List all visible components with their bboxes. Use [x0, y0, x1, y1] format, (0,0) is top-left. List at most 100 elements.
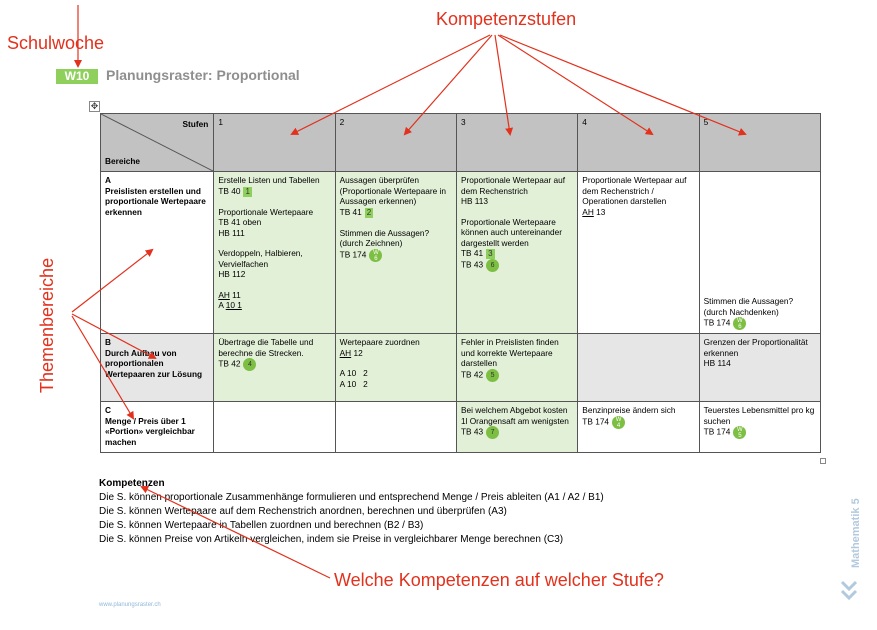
cell-text: Stimmen die Aussagen? (durch Zeichnen) [339, 227, 430, 249]
kompetenz-item: Die S. können proportionale Zusammenhäng… [99, 492, 604, 503]
annotation-kompetenzstufen: Kompetenzstufen [436, 9, 577, 29]
cell-text: A [218, 300, 226, 310]
cell-text: TB 43 [460, 259, 484, 270]
cell-text: AH [339, 347, 352, 358]
diagonal-divider [101, 114, 213, 171]
cell-b1: Übertrage die Tabelle und berechne die S… [213, 333, 336, 402]
table-move-handle-icon[interactable]: ✥ [89, 101, 100, 112]
cell-text: AH [218, 289, 230, 300]
header-level-5: 5 [698, 113, 822, 172]
table-header-row: Stufen Bereiche 1 2 3 4 5 [99, 113, 822, 172]
cell-text: AH [582, 206, 594, 217]
cell-text: HB 112 [218, 269, 246, 279]
header-corner-cell: Stufen Bereiche [99, 113, 215, 172]
cell-text: A 10 2 [339, 378, 368, 389]
cell-text: Stimmen die Aussagen? (durch Nachdenken) [703, 296, 794, 317]
header-level-4: 4 [577, 113, 700, 172]
cell-a2: Aussagen überprüfen (Proportionale Werte… [334, 171, 457, 334]
cell-text: TB 174 [703, 426, 731, 437]
cell-text: TB 42 [460, 369, 484, 380]
task-circle-icon: 4 [243, 358, 257, 371]
cell-text: Grenzen der Proportionalität erkennen [703, 337, 808, 358]
table-row-b: B Durch Aufbau von proportionalen Wertep… [99, 333, 822, 402]
header-stufen-label: Stufen [182, 119, 209, 129]
cell-text: Proportionale Wertepaare [218, 206, 314, 217]
task-tag: 3 [486, 249, 495, 259]
cell-text: 11 [229, 289, 241, 300]
cell-text: Übertrage die Tabelle und berechne die S… [218, 337, 314, 358]
task-circle-icon: 6 [486, 259, 500, 272]
table-row-a: A Preislisten erstellen und proportional… [99, 171, 822, 334]
annotation-themenbereiche: Themenbereiche [37, 257, 57, 393]
task-circle-icon: 5 [486, 368, 500, 382]
row-b-letter: B [105, 337, 111, 347]
cell-text: TB 174 [582, 416, 610, 427]
cell-c5: Teuerstes Lebensmittel pro kg suchen TB … [698, 401, 822, 453]
cell-text: Proportionale Wertepaar auf dem Rechenst… [582, 175, 687, 206]
cell-b5: Grenzen der Proportionalität erkennen HB… [698, 333, 822, 402]
double-chevron-down-icon [840, 580, 858, 607]
cell-text: Teuerstes Lebensmittel pro kg suchen [703, 405, 815, 426]
cell-text: TB 174 [703, 317, 731, 328]
planning-grid-table: Stufen Bereiche 1 2 3 4 5 A Preislisten … [99, 113, 822, 453]
cell-text: TB 41 oben [218, 217, 262, 227]
row-c-label: C Menge / Preis über 1 «Portion» verglei… [99, 401, 215, 453]
cell-text: Aussagen überprüfen (Proportionale Werte… [339, 175, 447, 206]
week-badge: W10 [56, 69, 98, 84]
cell-text: Proportionale Wertepaare können auch unt… [460, 216, 562, 248]
footer-url: www.planungsraster.ch [99, 602, 161, 608]
cell-text: HB 113 [460, 196, 489, 206]
cell-b2: Wertepaare zuordnen AH 12 A 10 2 A 10 2 [334, 333, 457, 402]
row-b-title: Durch Aufbau von proportionalen Wertepaa… [105, 347, 203, 379]
cell-c2 [334, 401, 457, 453]
cell-text: Bei welchem Abgebot kosten 1l Orangensaf… [460, 405, 569, 426]
cell-text: Wertepaare zuordnen [339, 337, 420, 347]
cell-text: Proportionale Wertepaar auf dem Rechenst… [460, 175, 566, 196]
cell-text: Fehler in Preislisten finden und korrekt… [460, 337, 559, 368]
row-a-label: A Preislisten erstellen und proportional… [99, 171, 215, 334]
row-b-label: B Durch Aufbau von proportionalen Wertep… [99, 333, 215, 402]
cell-text: TB 42 [218, 358, 241, 369]
cell-a4: Proportionale Wertepaar auf dem Rechenst… [577, 171, 700, 334]
cell-text: Benzinpreise ändern sich [582, 405, 676, 415]
task-tag: 1 [243, 186, 252, 197]
cell-text: TB 43 [460, 426, 484, 437]
header-level-1: 1 [213, 113, 336, 172]
header-level-3: 3 [455, 113, 579, 172]
cell-b4 [577, 333, 700, 402]
page-title: Planungsraster: Proportional [106, 67, 300, 83]
annotation-welche-kompetenzen: Welche Kompetenzen auf welcher Stufe? [334, 570, 664, 590]
annotation-schulwoche: Schulwoche [7, 33, 105, 53]
cell-text: HB 111 [218, 227, 245, 238]
cell-c3: Bei welchem Abgebot kosten 1l Orangensaf… [455, 401, 579, 453]
row-c-letter: C [105, 405, 111, 415]
row-c-title: Menge / Preis über 1 «Portion» vergleich… [105, 415, 195, 447]
header-bereiche-label: Bereiche [105, 155, 141, 166]
task-circle-icon: 7 [486, 426, 500, 439]
header-level-2: 2 [334, 113, 457, 172]
kompetenzen-section: Kompetenzen Die S. können proportionale … [99, 477, 604, 547]
cell-text: Verdoppeln, Halbieren, Vervielfachen [218, 248, 303, 269]
cell-text: Erstelle Listen und Tabellen [218, 175, 320, 185]
kompetenz-item: Die S. können Preise von Artikeln vergle… [99, 534, 564, 545]
cell-a5: Stimmen die Aussagen? (durch Nachdenken)… [698, 171, 822, 334]
kompetenz-item: Die S. können Wertepaare in Tabellen zuo… [99, 520, 424, 531]
table-resize-handle-icon[interactable] [820, 458, 826, 464]
kompetenz-item: Die S. können Wertepaare auf dem Rechens… [99, 506, 507, 517]
cell-text: TB 41 [460, 248, 484, 258]
cell-text: 10 1 [225, 300, 242, 310]
cell-a3: Proportionale Wertepaar auf dem Rechenst… [455, 171, 579, 334]
row-a-letter: A [105, 175, 111, 185]
cell-text: HB 114 [703, 358, 731, 368]
row-a-title: Preislisten erstellen und proportionale … [105, 185, 206, 217]
cell-text: TB 40 [218, 185, 241, 196]
cell-c1 [213, 401, 336, 453]
cell-text: TB 41 [339, 206, 362, 217]
task-tag: 2 [364, 207, 374, 218]
cell-b3: Fehler in Preislisten finden und korrekt… [455, 333, 579, 402]
